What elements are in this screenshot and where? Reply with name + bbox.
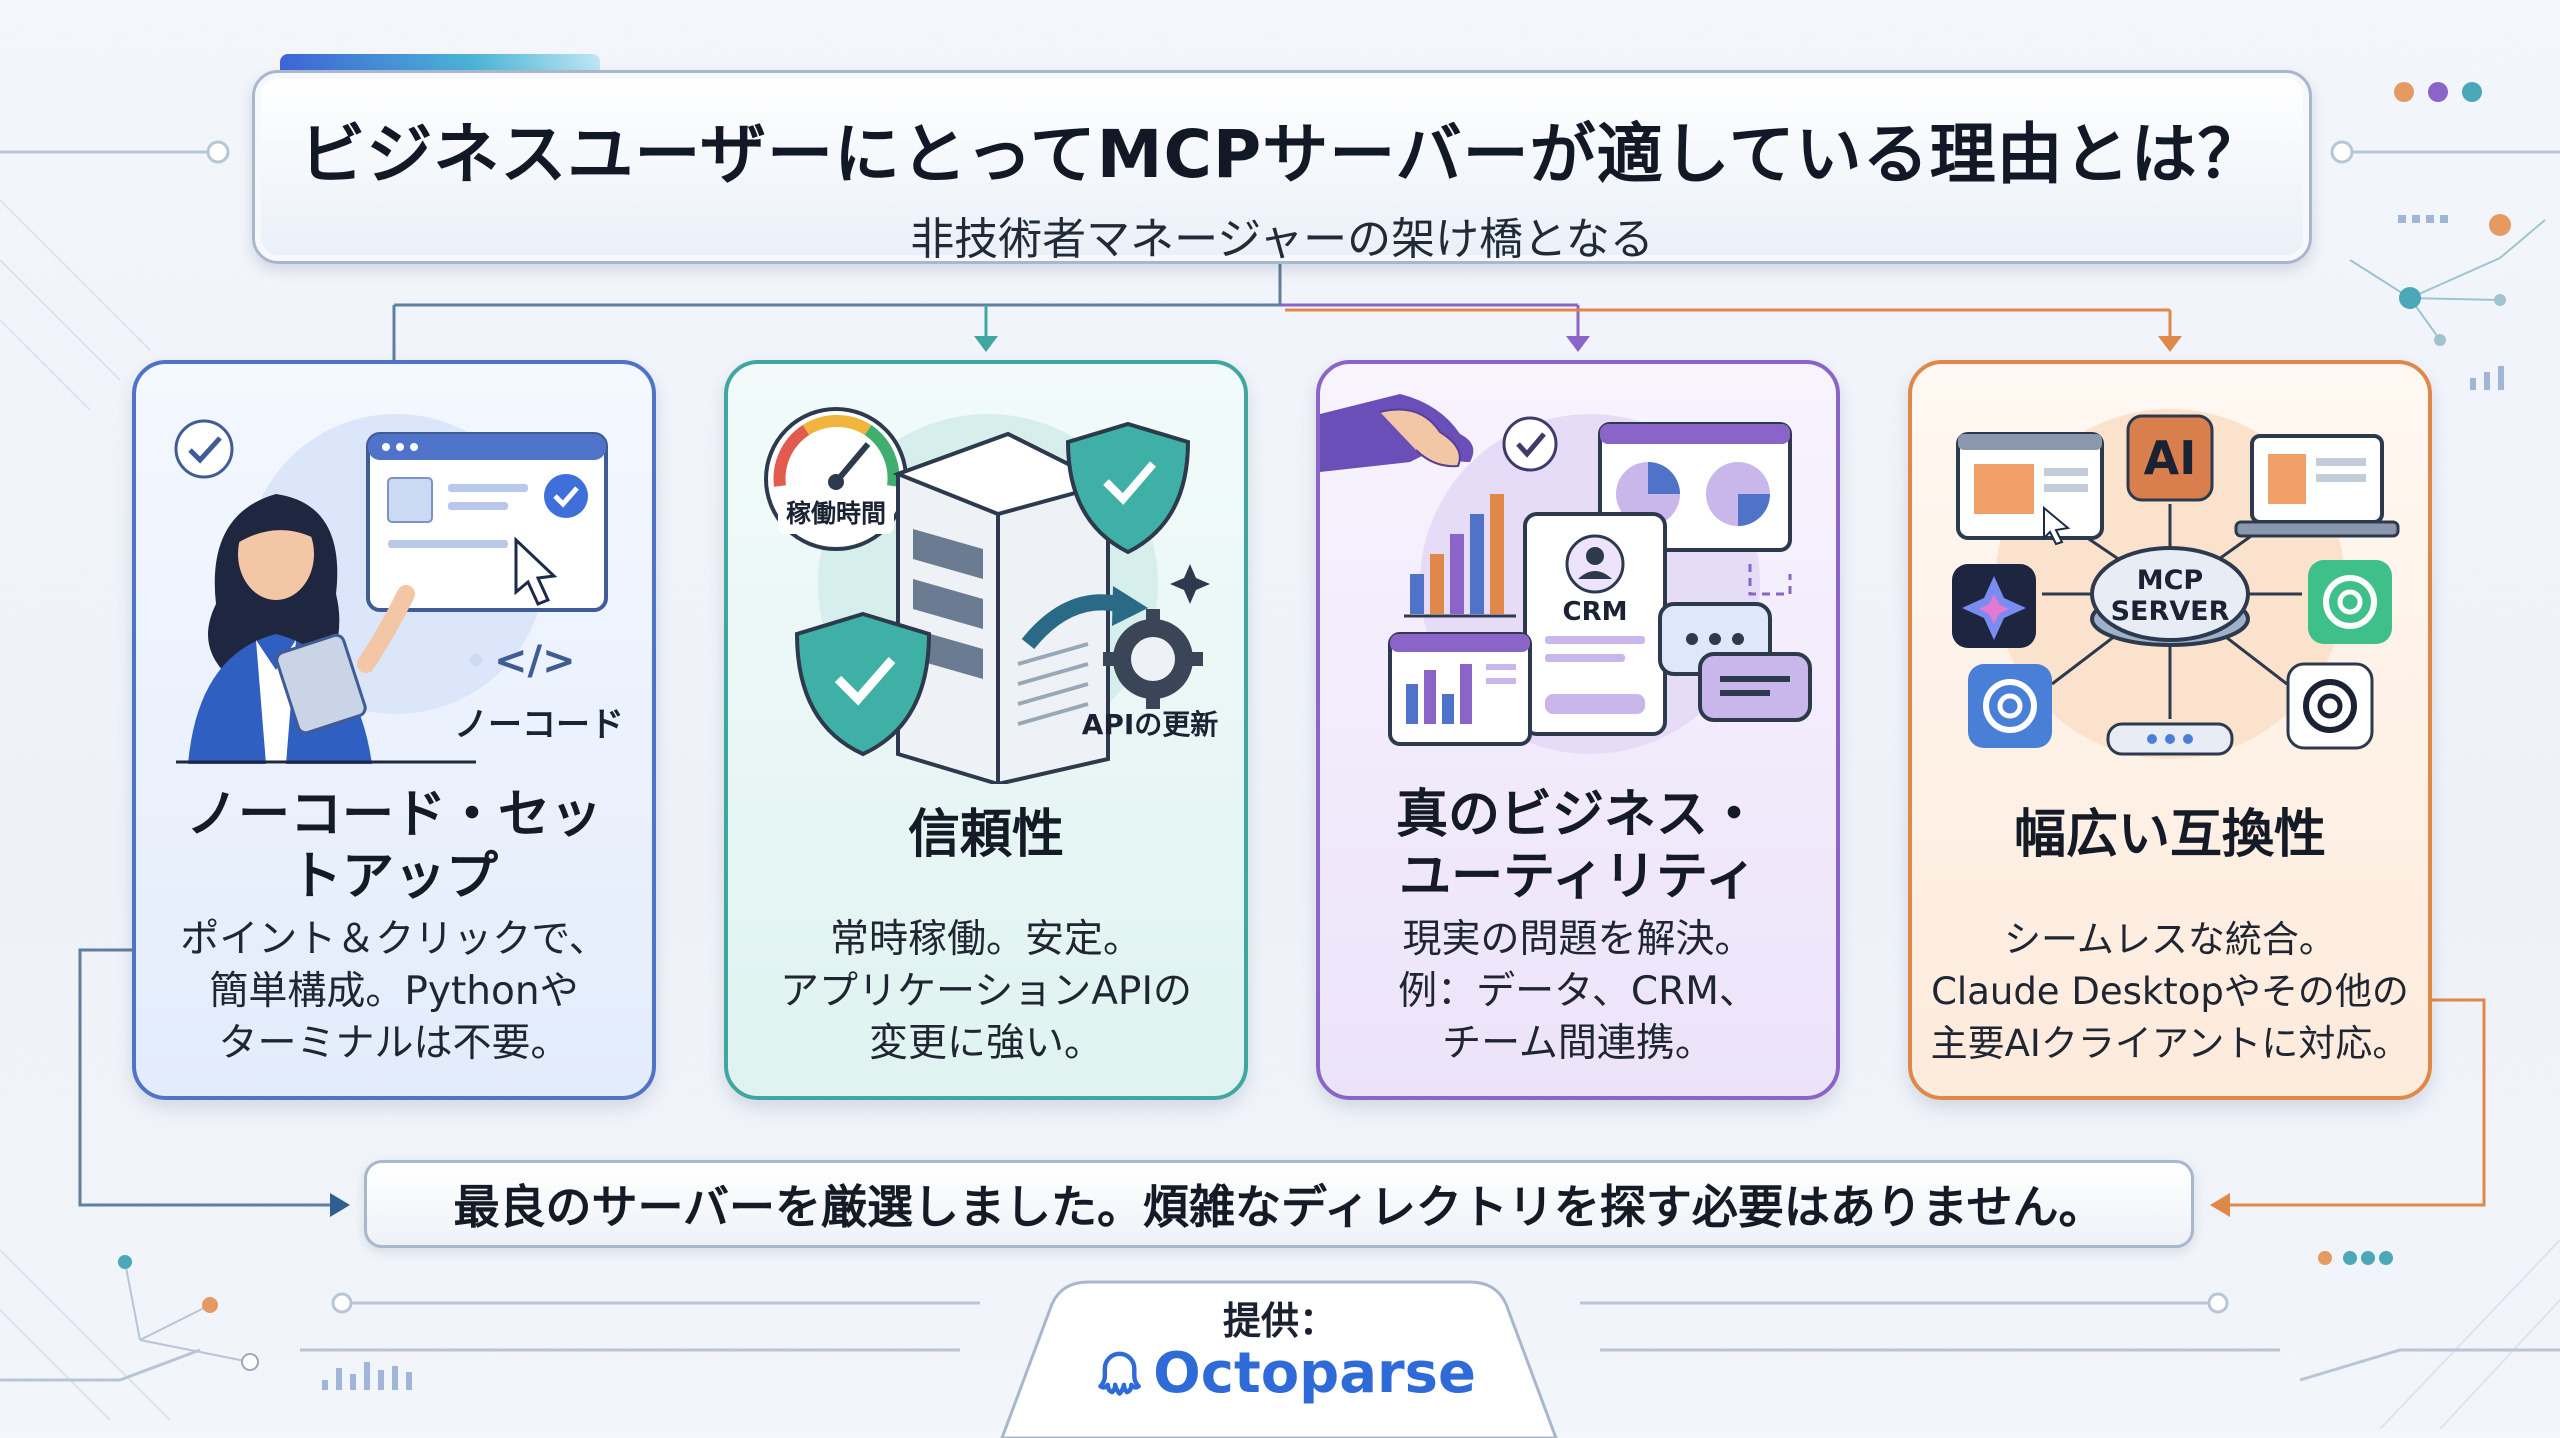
svg-text:CRM: CRM bbox=[1563, 597, 1628, 627]
business-utility-illustration: CRM bbox=[1320, 394, 1812, 754]
card-title: 幅広い互換性 bbox=[2013, 805, 2326, 865]
server-icon bbox=[892, 431, 1114, 784]
brand-name: Octoparse bbox=[1153, 1340, 1476, 1406]
card-title: ノーコード・セッ トアップ bbox=[185, 785, 602, 907]
chatgpt-icon bbox=[2286, 662, 2374, 750]
summary-banner: 最良のサーバーを厳選しました。煩雑なディレクトリを探す必要はありません。 bbox=[364, 1160, 2194, 1248]
person-illustration bbox=[188, 494, 415, 764]
card-title: 真のビジネス・ ユーティリティ bbox=[1395, 785, 1760, 907]
card-business-utility: CRM 真のビジネス・ ユーティリティ bbox=[1316, 360, 1840, 1100]
card-description: ポイント＆クリックで、 簡単構成。Pythonや ターミナルは不要。 bbox=[180, 917, 608, 1066]
reliability-illustration: 稼働時間 bbox=[764, 407, 1219, 784]
card-description: 常時稼働。安定。 アプリケーションAPIの 変更に強い。 bbox=[780, 917, 1192, 1066]
svg-text:AI: AI bbox=[2144, 431, 2197, 485]
svg-text:稼働時間: 稼働時間 bbox=[786, 499, 886, 528]
chatgpt-icon bbox=[1968, 664, 2052, 748]
svg-text:SERVER: SERVER bbox=[2111, 596, 2230, 627]
shield-check-icon bbox=[794, 611, 932, 757]
chat-bubble-icon bbox=[1658, 602, 1812, 722]
bar-chart-icon bbox=[1404, 494, 1516, 618]
mcp-server-hub-icon: MCP SERVER bbox=[2090, 546, 2250, 647]
svg-text:MCP: MCP bbox=[2137, 565, 2203, 596]
chatgpt-icon bbox=[2308, 560, 2392, 644]
card-description: 現実の問題を解決。 例：データ、CRM、 チーム間連携。 bbox=[1398, 917, 1758, 1066]
provided-by-label: 提供： bbox=[1222, 1299, 1337, 1343]
browser-window-icon bbox=[366, 432, 608, 612]
crm-card-icon: CRM bbox=[1523, 512, 1667, 736]
title-banner: ビジネスユーザーにとってMCPサーバーが適している理由とは？ 非技術者マネージャ… bbox=[252, 70, 2312, 265]
uptime-gauge-icon: 稼働時間 bbox=[764, 407, 908, 551]
check-circle-icon bbox=[1502, 416, 1558, 472]
card-compatibility: MCP SERVER AI bbox=[1908, 360, 2432, 1100]
gear-icon bbox=[1103, 609, 1203, 709]
sparkle-app-icon bbox=[1952, 564, 2036, 648]
no-code-label: ノーコード bbox=[454, 705, 624, 745]
browser-window-icon bbox=[1956, 432, 2104, 546]
shield-check-icon bbox=[1065, 421, 1191, 555]
api-update-label: APIの更新 bbox=[1082, 708, 1219, 741]
page-subtitle: 非技術者マネージャーの架け橋となる bbox=[910, 214, 1654, 265]
page-title: ビジネスユーザーにとってMCPサーバーが適している理由とは？ bbox=[299, 116, 2265, 193]
device-icon bbox=[2106, 722, 2234, 756]
laptop-icon bbox=[2234, 434, 2400, 538]
dashboard-window-icon bbox=[1388, 632, 1532, 746]
footer-tab bbox=[1000, 1280, 1558, 1438]
card-title: 信頼性 bbox=[907, 805, 1064, 865]
card-description: シームレスな統合。 Claude Desktopやその他の 主要AIクライアント… bbox=[1930, 918, 2410, 1065]
no-code-illustration: </> ノーコード bbox=[174, 414, 624, 764]
title-accent-bar bbox=[280, 54, 600, 70]
card-reliability: 稼働時間 bbox=[724, 360, 1248, 1100]
compatibility-illustration: MCP SERVER AI bbox=[1952, 409, 2400, 759]
octoparse-logo: Octoparse bbox=[1096, 1338, 1476, 1408]
octopus-icon bbox=[1098, 1351, 1141, 1396]
anthropic-ai-icon: AI bbox=[2126, 414, 2214, 502]
card-no-code-setup: </> ノーコード ノーコード・セッ トアップ ポイント＆クリックで、 簡単構成… bbox=[132, 360, 656, 1100]
check-circle-icon bbox=[174, 419, 234, 479]
code-icon: </> bbox=[494, 638, 576, 684]
